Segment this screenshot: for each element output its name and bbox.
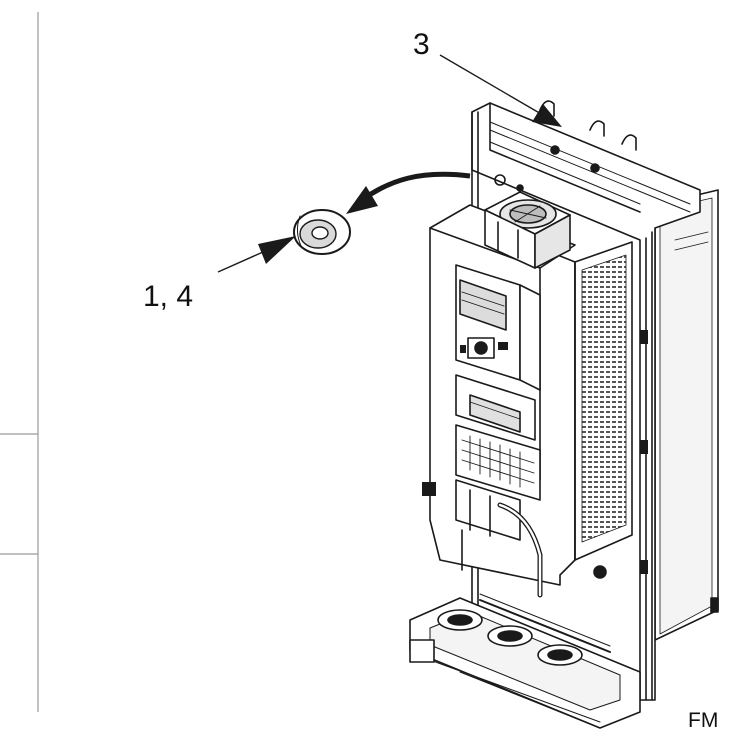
figure-code: FM — [688, 709, 719, 732]
leader-line-3 — [439, 54, 549, 119]
side-housing — [654, 189, 719, 641]
cooling-vents — [581, 254, 627, 543]
grommet — [293, 209, 351, 255]
cable-entry-plate — [409, 565, 641, 729]
io-modules — [422, 374, 543, 598]
callout-arrows — [217, 54, 562, 273]
arrowhead-3 — [532, 104, 562, 127]
removal-arrowhead — [346, 186, 378, 214]
control-panel — [455, 264, 541, 391]
callout-label-1-4: 1, 4 — [143, 280, 194, 313]
keypad-display — [459, 279, 507, 331]
callout-label-3: 3 — [413, 28, 430, 61]
cooling-fan — [429, 191, 576, 269]
page-margin-lines — [0, 12, 39, 712]
removal-arrow-curve — [360, 171, 471, 203]
arrowhead-1-4 — [258, 236, 296, 264]
